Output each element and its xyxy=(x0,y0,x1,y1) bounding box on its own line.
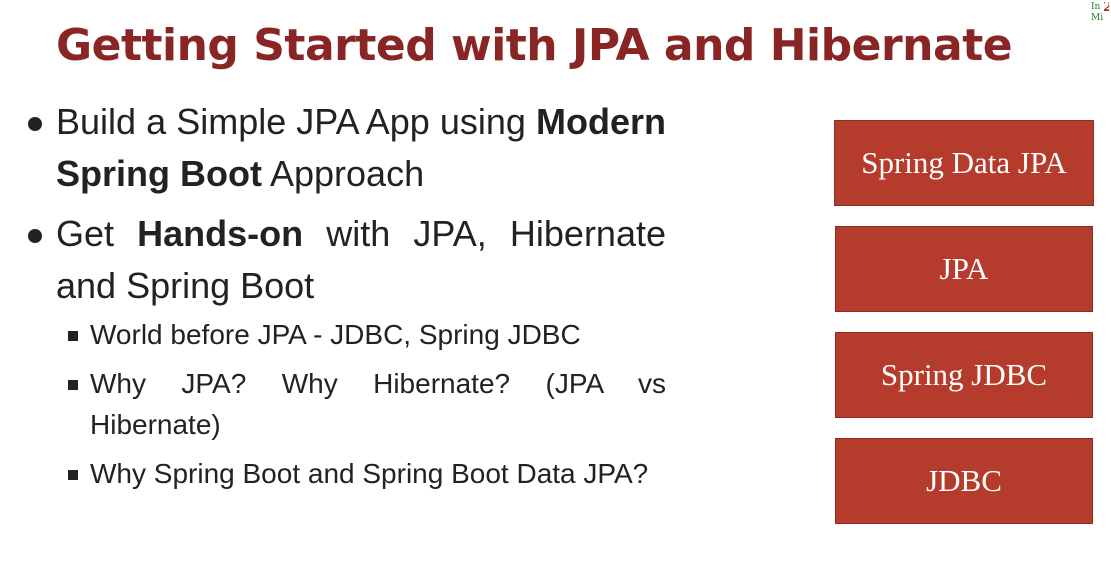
sub-bullet-item: Why Spring Boot and Spring Boot Data JPA… xyxy=(26,453,666,494)
logo-numeral: 2 xyxy=(1103,2,1109,15)
square-bullet-icon xyxy=(68,470,78,480)
stack-layer-jpa: JPA xyxy=(835,226,1093,312)
sub-bullet-list: World before JPA - JDBC, Spring JDBC Why… xyxy=(26,314,666,494)
bullet-text: Approach xyxy=(261,153,425,194)
stack-layer-spring-jdbc: Spring JDBC xyxy=(835,332,1093,418)
sub-bullet-item: World before JPA - JDBC, Spring JDBC xyxy=(26,314,666,355)
bullet-text: Get xyxy=(56,213,138,254)
bullet-item-build-app: Build a Simple JPA App using Modern Spri… xyxy=(26,96,666,200)
bullet-item-hands-on: Get Hands-on with JPA, Hibernate and Spr… xyxy=(26,208,666,312)
sub-bullet-text: Why JPA? Why Hibernate? (JPA vs Hibernat… xyxy=(90,368,666,440)
technology-stack-diagram: Spring Data JPA JPA Spring JDBC JDBC xyxy=(834,120,1094,544)
sub-bullet-item: Why JPA? Why Hibernate? (JPA vs Hibernat… xyxy=(26,363,666,445)
square-bullet-icon xyxy=(68,331,78,341)
bullet-bold-text: Hands-on xyxy=(137,213,304,254)
bullet-text: with JPA, Hibernate and Spring Boot xyxy=(56,213,666,306)
bullet-bold-text: Modern Spring Boot xyxy=(56,101,666,194)
slide-title: Getting Started with JPA and Hibernate xyxy=(56,20,1013,71)
bullet-list: Build a Simple JPA App using Modern Spri… xyxy=(26,96,666,502)
bullet-dot-icon xyxy=(28,117,42,131)
square-bullet-icon xyxy=(68,380,78,390)
stack-layer-jdbc: JDBC xyxy=(835,438,1093,524)
bullet-text: Build a Simple JPA App using xyxy=(56,101,536,142)
brand-logo: In Mi 2 xyxy=(1091,2,1109,36)
sub-bullet-text: World before JPA - JDBC, Spring JDBC xyxy=(90,319,581,350)
logo-text-bottom: Mi xyxy=(1091,13,1104,23)
logo-text-top: In xyxy=(1091,2,1101,12)
bullet-dot-icon xyxy=(28,229,42,243)
sub-bullet-text: Why Spring Boot and Spring Boot Data JPA… xyxy=(90,458,649,489)
stack-layer-spring-data-jpa: Spring Data JPA xyxy=(834,120,1094,206)
